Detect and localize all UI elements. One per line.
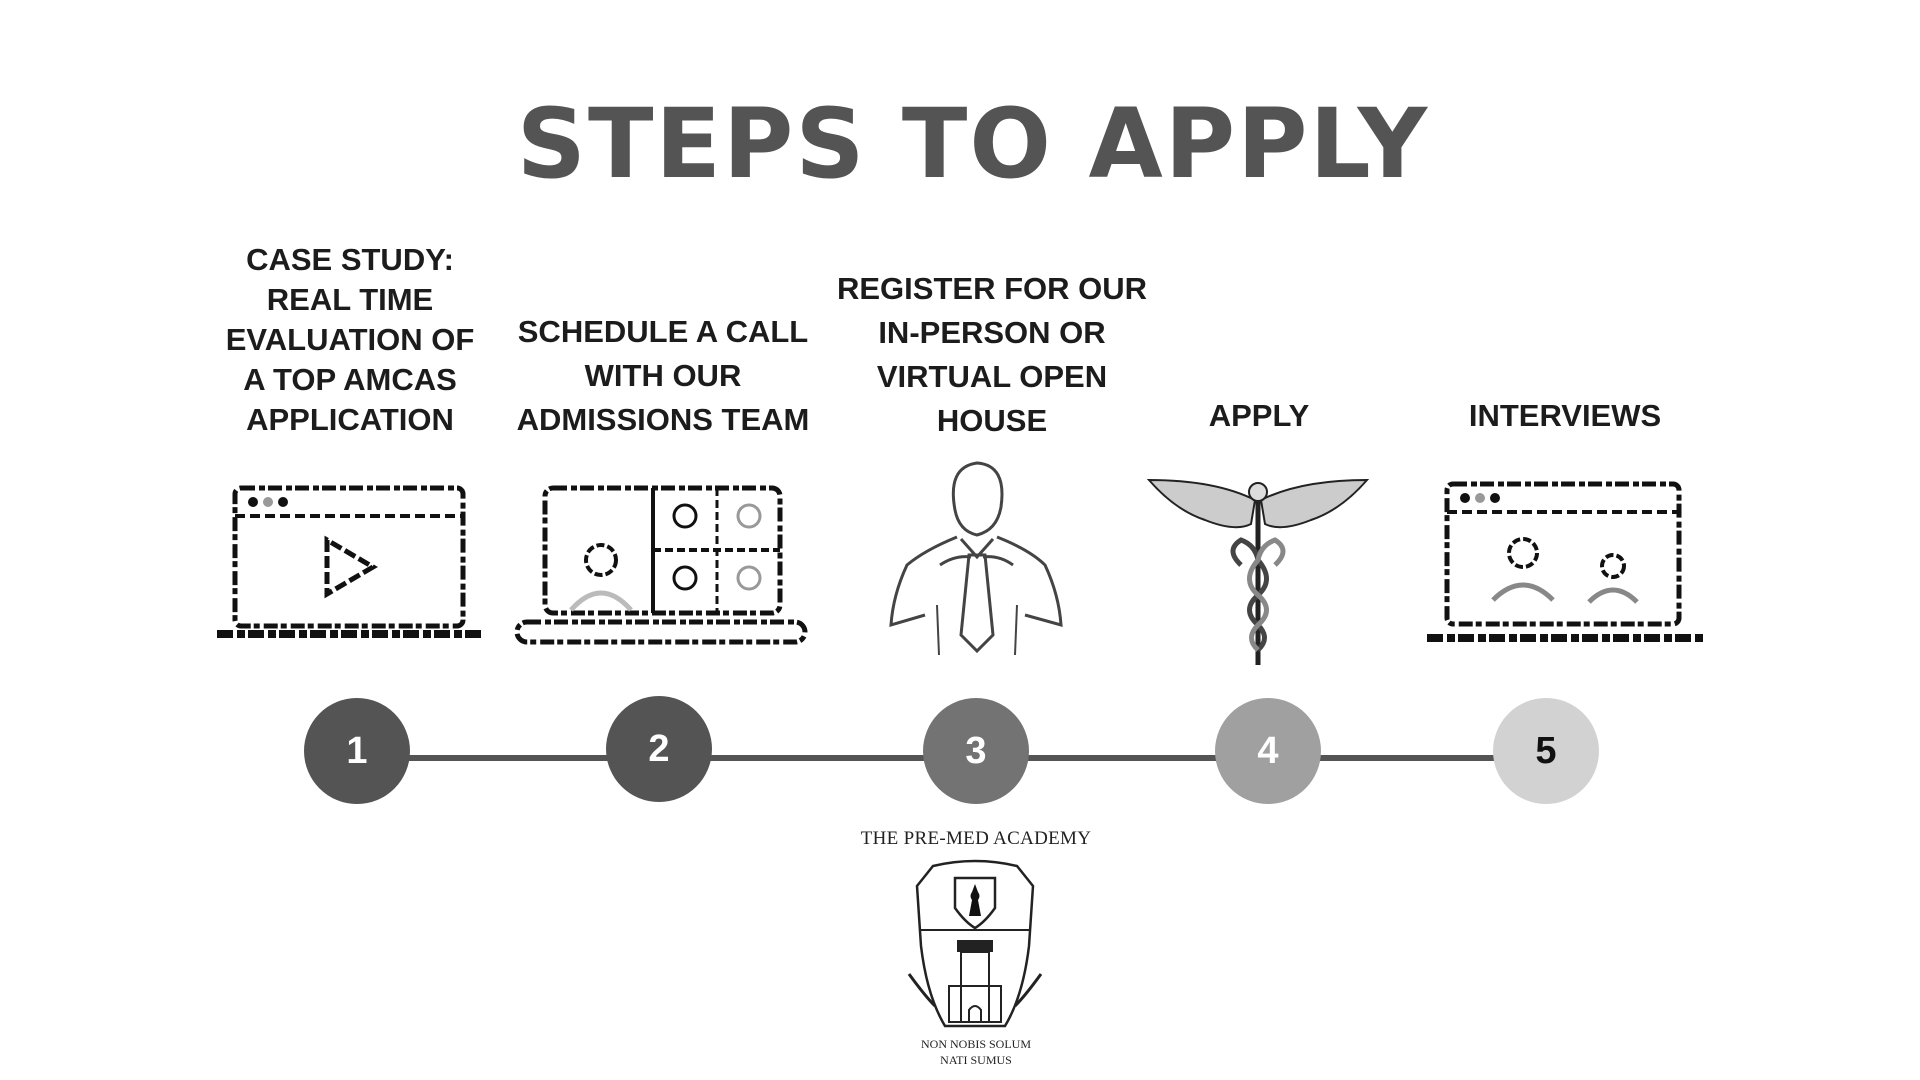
step-1-label-line: A TOP AMCAS xyxy=(243,362,457,397)
step-3-label-line: REGISTER FOR OUR xyxy=(836,271,1147,306)
timeline-connector xyxy=(408,755,608,761)
step-1-label-line: CASE STUDY: xyxy=(246,242,454,277)
academy-crest-icon xyxy=(905,856,1045,1041)
step-5-label-line: INTERVIEWS xyxy=(1468,398,1662,433)
step-1-circle: 1 xyxy=(304,698,410,804)
step-number: 4 xyxy=(1257,729,1279,772)
timeline-connector xyxy=(1319,755,1495,761)
step-2-label-line: ADMISSIONS TEAM xyxy=(516,402,810,437)
step-4-label-line: APPLY xyxy=(1208,398,1310,433)
step-5-circle: 5 xyxy=(1493,698,1599,804)
step-number: 5 xyxy=(1535,729,1557,772)
timeline-connector xyxy=(710,755,926,761)
step-number: 2 xyxy=(648,727,670,770)
step-number: 3 xyxy=(965,729,987,772)
laptop-video-call-icon xyxy=(513,482,808,652)
step-2-circle: 2 xyxy=(606,696,712,802)
motto-line-2: NATI SUMUS xyxy=(940,1053,1012,1067)
step-1-label: CASE STUDY: REAL TIME EVALUATION OF A TO… xyxy=(180,240,520,440)
laptop-video-play-icon xyxy=(215,482,485,652)
step-5-label: INTERVIEWS xyxy=(1395,396,1735,436)
step-1-label-line: EVALUATION OF xyxy=(225,322,475,357)
academy-name: THE PRE-MED ACADEMY xyxy=(860,828,1092,849)
caduceus-icon xyxy=(1145,470,1370,675)
man-tying-tie-icon xyxy=(885,455,1065,670)
laptop-interview-icon xyxy=(1425,478,1705,653)
step-3-circle: 3 xyxy=(923,698,1029,804)
step-4-circle: 4 xyxy=(1215,698,1321,804)
step-1-label-line: REAL TIME xyxy=(266,282,434,317)
step-3-label: REGISTER FOR OUR IN-PERSON OR VIRTUAL OP… xyxy=(812,267,1172,443)
motto-line-1: NON NOBIS SOLUM xyxy=(920,1037,1031,1051)
step-3-label-line: VIRTUAL OPEN xyxy=(876,359,1108,394)
step-2-label-line: WITH OUR xyxy=(584,358,742,393)
timeline-connector xyxy=(1027,755,1217,761)
step-2-label: SCHEDULE A CALL WITH OUR ADMISSIONS TEAM xyxy=(483,310,843,442)
step-number: 1 xyxy=(346,729,368,772)
step-3-label-line: HOUSE xyxy=(936,403,1048,438)
step-4-label: APPLY xyxy=(1089,396,1429,436)
step-2-label-line: SCHEDULE A CALL xyxy=(517,314,809,349)
step-1-label-line: APPLICATION xyxy=(246,402,454,437)
page-title: STEPS TO APPLY xyxy=(516,88,1430,200)
step-3-label-line: IN-PERSON OR xyxy=(878,315,1106,350)
